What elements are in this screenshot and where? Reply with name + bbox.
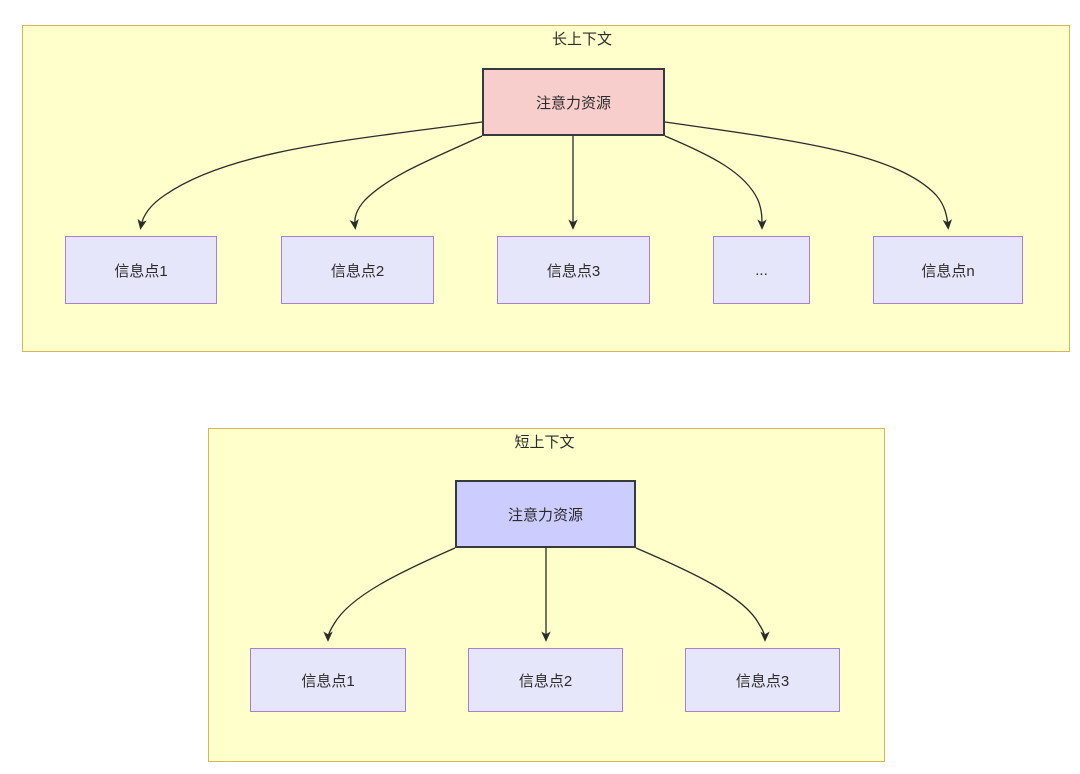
node-label: 注意力资源 <box>507 506 583 524</box>
node-short-info-point-2[interactable]: 信息点2 <box>468 648 623 712</box>
node-long-info-point-2[interactable]: 信息点2 <box>281 236 434 304</box>
node-label: 信息点2 <box>518 672 573 690</box>
node-short-info-point-1[interactable]: 信息点1 <box>250 648 406 712</box>
node-short-attention-resource[interactable]: 注意力资源 <box>455 480 636 548</box>
node-long-attention-resource[interactable]: 注意力资源 <box>482 68 665 136</box>
node-label: 信息点1 <box>114 262 168 280</box>
group-long-context-title: 长上下文 <box>551 31 612 48</box>
node-label: 信息点2 <box>330 262 385 280</box>
node-label: 注意力资源 <box>535 94 611 112</box>
node-label: 信息点n <box>921 262 975 280</box>
group-short-context-title: 短上下文 <box>514 434 575 451</box>
node-label: 信息点1 <box>301 672 355 690</box>
node-long-info-point-1[interactable]: 信息点1 <box>65 236 217 304</box>
node-label: ... <box>755 261 768 279</box>
node-long-info-point-n[interactable]: 信息点n <box>873 236 1023 304</box>
node-long-info-point-ellipsis[interactable]: ... <box>713 236 810 304</box>
node-label: 信息点3 <box>735 672 790 690</box>
node-short-info-point-3[interactable]: 信息点3 <box>685 648 840 712</box>
node-label: 信息点3 <box>546 262 601 280</box>
node-long-info-point-3[interactable]: 信息点3 <box>497 236 650 304</box>
